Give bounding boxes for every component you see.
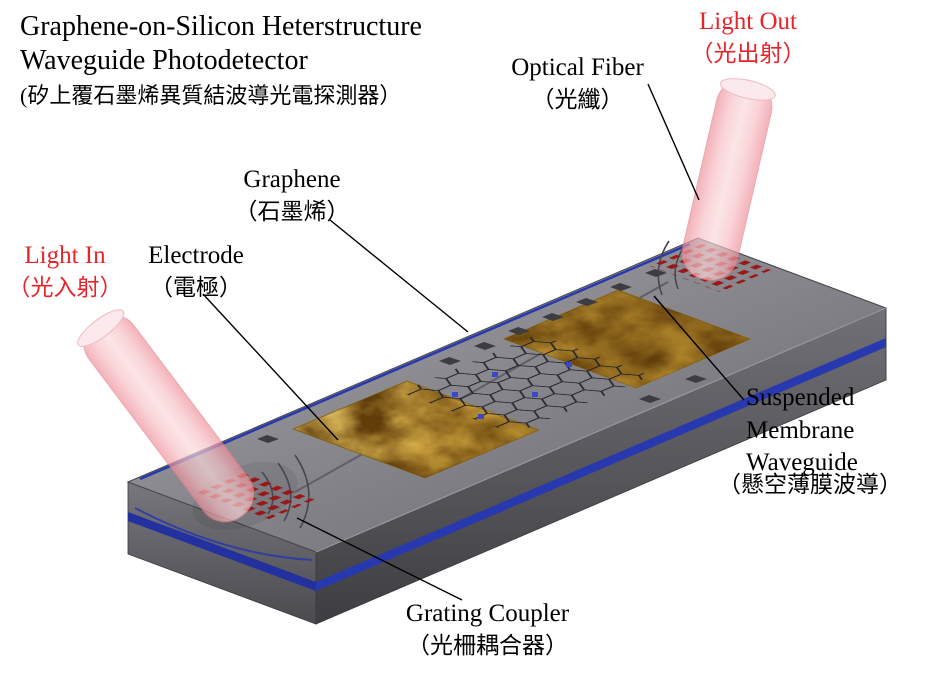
- blue-stripe-front: [316, 338, 886, 591]
- label-grating-coupler-zh: （光柵耦合器）: [407, 632, 568, 658]
- label-suspended-membrane-waveguide-zh: （懸空薄膜波導）: [718, 472, 902, 497]
- leader-graphene: [329, 219, 469, 333]
- label-graphene-zh: （石墨烯）: [234, 198, 350, 224]
- front-edge-highlight: [315, 307, 887, 553]
- blue-line-back-edge: [139, 242, 691, 481]
- leader-lines: [202, 83, 745, 601]
- label-light-in: Light In （光入射）: [4, 240, 126, 302]
- label-suspended-line1: Suspended: [746, 384, 855, 411]
- leader-electrode: [202, 293, 339, 441]
- label-light-out-zh: （光出射）: [690, 40, 806, 66]
- label-light-out: Light Out （光出射）: [668, 6, 828, 68]
- label-suspended-line3: Waveguide: [746, 449, 858, 476]
- label-light-out-en: Light Out: [699, 8, 797, 35]
- label-electrode: Electrode （電極）: [126, 240, 266, 302]
- label-optical-fiber-zh: （光纖）: [531, 86, 624, 112]
- label-electrode-zh: （電極）: [150, 274, 242, 300]
- via-squares: [257, 269, 707, 443]
- fiber-light-in: [77, 309, 255, 523]
- label-electrode-en: Electrode: [148, 242, 244, 269]
- blue-stripe-left: [128, 512, 316, 591]
- label-light-in-zh: （光入射）: [7, 274, 123, 300]
- label-light-in-en: Light In: [24, 242, 106, 269]
- blue-curve-left-lobe: [134, 507, 313, 561]
- label-grating-coupler-en: Grating Coupler: [405, 600, 570, 627]
- fiber-end-cap: [720, 78, 776, 101]
- graphene-lattice: [401, 334, 651, 434]
- fiber-end-cap: [77, 309, 125, 347]
- label-graphene: Graphene （石墨烯）: [212, 164, 372, 226]
- title-line1: Graphene-on-Silicon Heterstructure: [20, 11, 422, 42]
- label-suspended-membrane-waveguide: Suspended Membrane Waveguide: [746, 382, 858, 480]
- diagram-title: Graphene-on-Silicon Heterstructure Waveg…: [20, 10, 422, 110]
- title-line2: Waveguide Photodetector: [20, 45, 308, 77]
- leader-optical-fiber: [647, 83, 700, 201]
- label-optical-fiber: Optical Fiber （光纖）: [490, 52, 665, 114]
- label-suspended-line2: Membrane: [746, 416, 855, 444]
- leader-grating: [296, 517, 463, 601]
- leader-suspended: [653, 295, 745, 401]
- label-graphene-en: Graphene: [243, 166, 341, 193]
- label-optical-fiber-en: Optical Fiber: [511, 54, 644, 81]
- label-grating-coupler: Grating Coupler （光柵耦合器）: [370, 598, 605, 660]
- fiber-light-out: [681, 78, 776, 281]
- title-zh: (矽上覆石墨烯異質結波導光電探測器）: [20, 83, 402, 109]
